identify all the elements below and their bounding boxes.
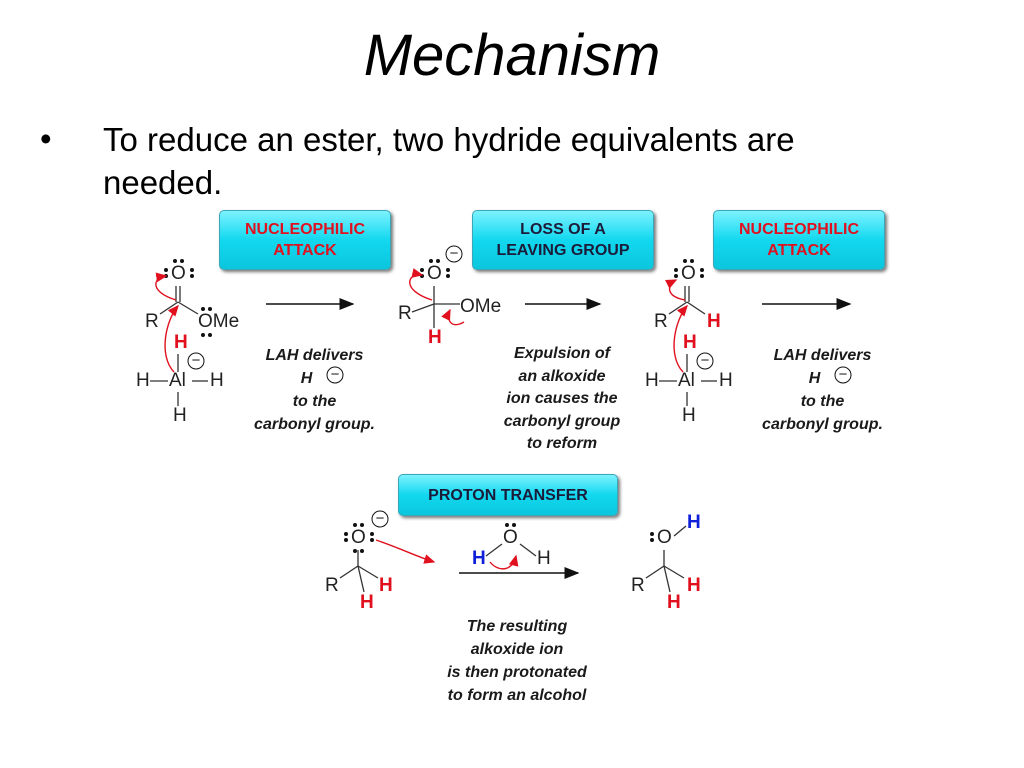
atom-h: H: [719, 370, 733, 391]
atom-o: O: [351, 527, 366, 548]
atom-r: R: [145, 311, 159, 332]
negative-charge-icon: −: [330, 366, 340, 383]
lone-pairs: [164, 259, 704, 553]
step2-caption-line: to reform: [526, 435, 598, 452]
atom-h-proton: H: [472, 548, 486, 569]
step1-label-line2: ATTACK: [273, 242, 337, 259]
atom-h-hydride: H: [683, 332, 697, 353]
step2-caption-line: an alkoxide: [518, 367, 606, 385]
charge-circles: [187, 245, 852, 528]
step1-caption-line: to the: [292, 393, 337, 410]
step1-caption-hydride: H: [300, 370, 313, 387]
step2-caption-line: carbonyl group: [503, 412, 621, 430]
atom-h: H: [537, 548, 551, 569]
atom-h-hydride: H: [667, 592, 681, 613]
bullet-marker: •: [40, 120, 52, 157]
atom-al: Al: [678, 370, 695, 391]
curved-arrow-icon: [673, 304, 688, 373]
negative-charge-icon: −: [838, 366, 848, 383]
atom-h-hydride: H: [360, 592, 374, 613]
step2-caption-line: Expulsion of: [514, 345, 610, 362]
curved-arrow-icon: [441, 308, 465, 326]
step4-caption-line: The resulting: [466, 618, 568, 635]
step2-label-line1: LOSS OF A: [520, 221, 606, 238]
step3-caption-line: LAH delivers: [773, 347, 872, 364]
atom-h: H: [173, 405, 187, 426]
atom-r: R: [654, 311, 668, 332]
step3-label-line1: NUCLEOPHILIC: [739, 221, 859, 238]
negative-charge-icon: −: [449, 245, 459, 262]
atom-h: H: [645, 370, 659, 391]
atom-o: O: [503, 527, 518, 548]
atom-r: R: [325, 575, 339, 596]
step1-label-line1: NUCLEOPHILIC: [245, 221, 365, 238]
atom-r: R: [631, 575, 645, 596]
negative-charge-icon: −: [191, 352, 201, 369]
step1-caption-line: carbonyl group.: [254, 416, 375, 433]
atom-h: H: [210, 370, 224, 391]
step4-caption-line: to form an alcohol: [447, 687, 587, 704]
step3-caption: LAH delivers H to the carbonyl group.: [740, 344, 905, 436]
step1-caption-line: LAH delivers: [265, 347, 364, 364]
step2-caption-line: ion causes the: [506, 390, 618, 407]
step4-caption: The resulting alkoxide ion is then proto…: [422, 615, 612, 707]
slide-title: Mechanism: [363, 23, 661, 88]
step3-label-line2: ATTACK: [767, 242, 831, 259]
negative-charge-icon: −: [375, 510, 385, 527]
reaction-arrows: [266, 298, 852, 579]
bullet-text: To reduce an ester, two hydride equivale…: [103, 121, 795, 201]
curved-arrow-icon: [409, 268, 433, 301]
atom-r: R: [398, 303, 412, 324]
step1-label-box: NUCLEOPHILIC ATTACK: [219, 210, 391, 270]
step2-label-line2: LEAVING GROUP: [496, 242, 630, 259]
step3-caption-hydride: H: [808, 370, 821, 387]
atom-h: H: [136, 370, 150, 391]
atom-h-hydride: H: [707, 311, 721, 332]
atom-o: O: [171, 263, 186, 284]
bonds: [150, 286, 717, 593]
curved-arrow-icon: [155, 272, 177, 301]
atom-h-hydride: H: [687, 575, 701, 596]
atom-h: H: [682, 405, 696, 426]
atom-o: O: [681, 263, 696, 284]
step2-label-box: LOSS OF A LEAVING GROUP: [472, 210, 654, 270]
step4-caption-line: alkoxide ion: [470, 641, 564, 658]
atom-ome: OMe: [460, 296, 502, 317]
step1-caption: LAH delivers H to the carbonyl group.: [232, 344, 397, 436]
negative-charge-icon: −: [700, 352, 710, 369]
step3-caption-line: to the: [800, 393, 845, 410]
step4-caption-line: is then protonated: [447, 664, 587, 681]
curved-arrow-icon: [375, 539, 436, 564]
atom-al: Al: [169, 370, 186, 391]
step4-label: PROTON TRANSFER: [428, 486, 588, 504]
step2-caption: Expulsion of an alkoxide ion causes the …: [482, 343, 642, 456]
step3-caption-line: carbonyl group.: [762, 416, 883, 433]
atom-h-hydride: H: [428, 327, 442, 348]
curved-arrow-icon: [489, 554, 519, 570]
atom-h-proton: H: [687, 512, 701, 533]
curved-arrow-icon: [665, 279, 686, 301]
step4-label-box: PROTON TRANSFER: [398, 474, 618, 516]
curved-arrow-icon: [164, 304, 179, 373]
curved-arrows: [155, 268, 688, 570]
atom-o: O: [657, 527, 672, 548]
atom-ome: OMe: [198, 311, 240, 332]
atom-h-hydride: H: [379, 575, 393, 596]
atom-o: O: [427, 263, 442, 284]
step3-label-box: NUCLEOPHILIC ATTACK: [713, 210, 885, 270]
atom-h-hydride: H: [174, 332, 188, 353]
